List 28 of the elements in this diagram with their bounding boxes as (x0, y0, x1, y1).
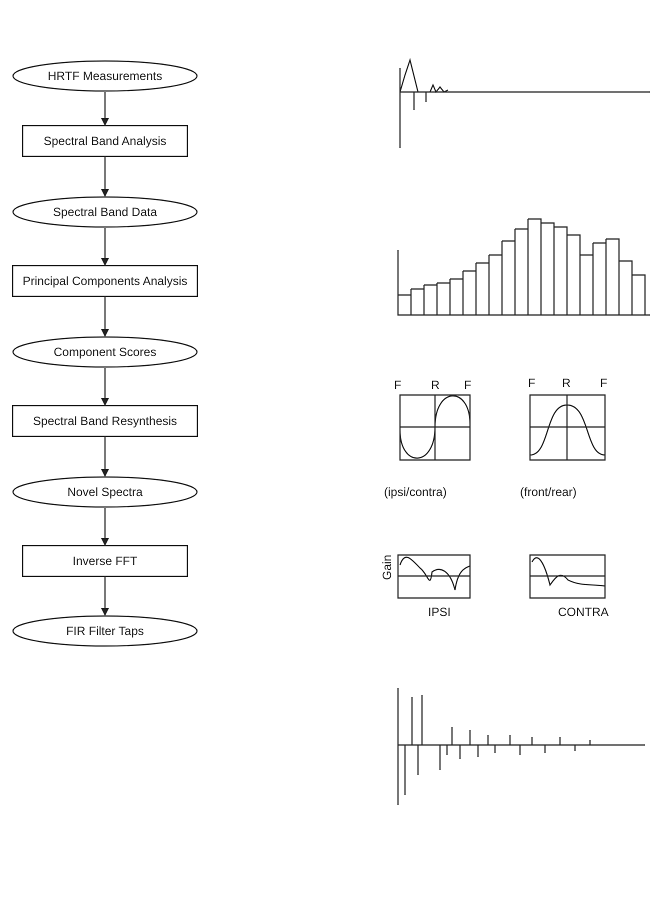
plot-caption: (front/rear) (520, 485, 577, 499)
arrow (101, 92, 109, 126)
process-box: Principal Components Analysis (12, 265, 198, 297)
arrow (101, 437, 109, 477)
axis-label: Gain (380, 554, 394, 580)
arrow (101, 368, 109, 406)
axis-label: R (562, 376, 571, 390)
arrow (101, 228, 109, 266)
axis-label: F (394, 378, 402, 392)
arrow (101, 508, 109, 546)
axis-label: F (528, 376, 536, 390)
plot-caption: IPSI (428, 605, 451, 619)
process-box: Inverse FFT (22, 545, 188, 577)
data-ellipse: Spectral Band Data (12, 196, 198, 228)
data-ellipse: HRTF Measurements (12, 60, 198, 92)
axis-label: R (431, 378, 440, 392)
data-ellipse: FIR Filter Taps (12, 615, 198, 647)
process-box: Spectral Band Resynthesis (12, 405, 198, 437)
axis-label: F (600, 376, 608, 390)
data-ellipse: Novel Spectra (12, 476, 198, 508)
arrow (101, 577, 109, 616)
axis-label: F (464, 378, 472, 392)
plot-caption: (ipsi/contra) (384, 485, 447, 499)
data-ellipse: Component Scores (12, 336, 198, 368)
arrow (101, 297, 109, 337)
process-box: Spectral Band Analysis (22, 125, 188, 157)
arrow (101, 157, 109, 197)
plot-caption: CONTRA (558, 605, 609, 619)
